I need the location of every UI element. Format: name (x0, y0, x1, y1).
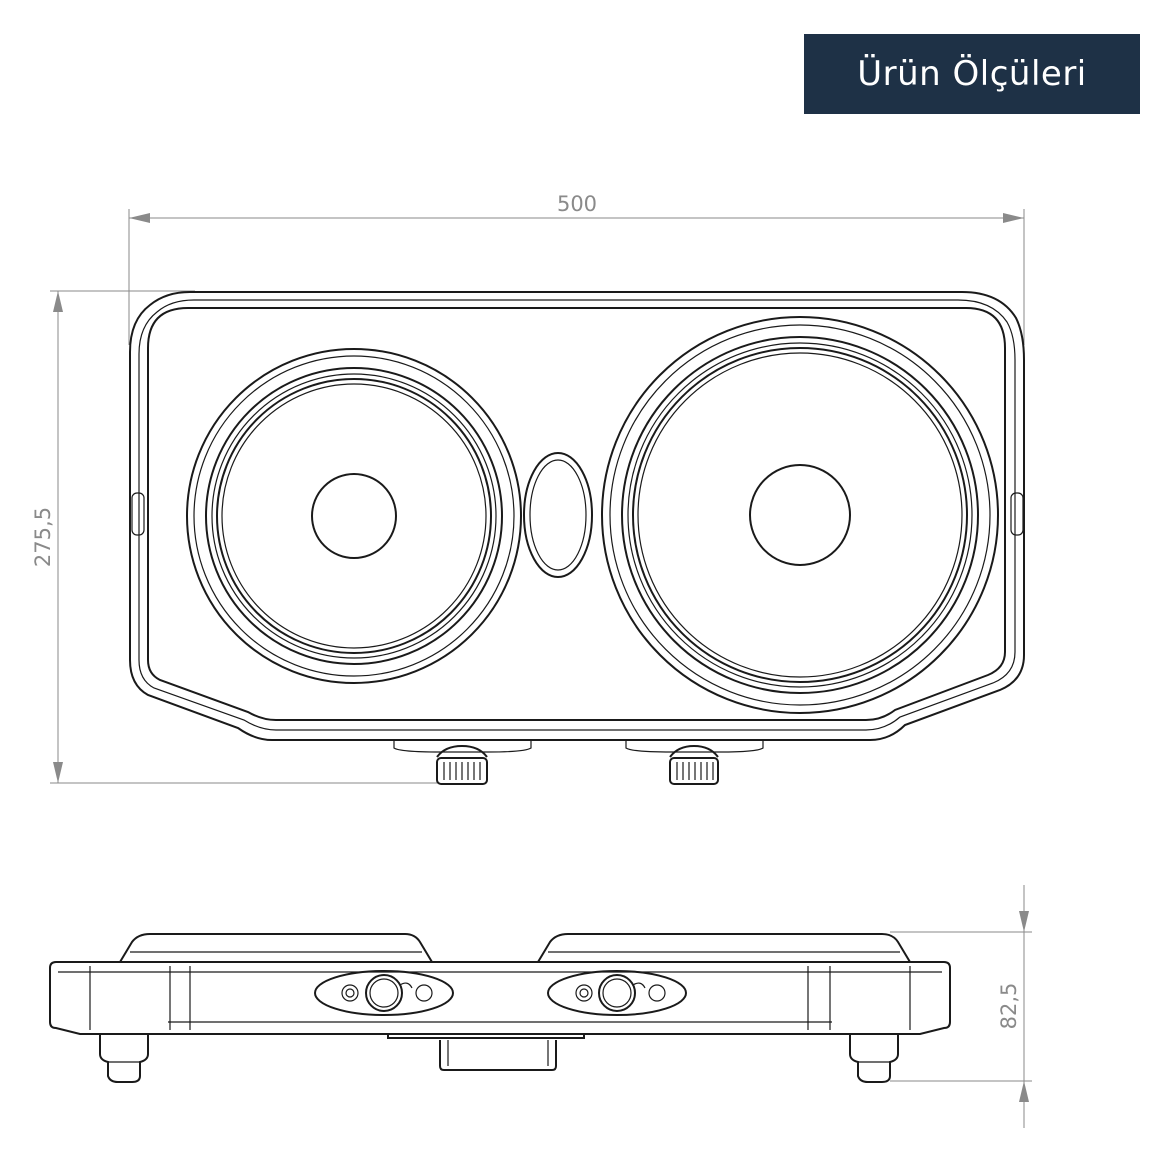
right-foot (849, 1034, 899, 1083)
right-burner (601, 316, 999, 714)
indicator-light (523, 452, 593, 578)
height-label: 82,5 (997, 983, 1021, 1030)
right-knob-top (625, 740, 764, 785)
top-view (129, 291, 1025, 785)
front-view (49, 933, 951, 1083)
left-control-front (314, 970, 454, 1016)
left-foot (99, 1034, 149, 1083)
depth-dimension: 275,5 (31, 290, 440, 784)
width-dimension: 500 (128, 192, 1025, 345)
right-control-front (547, 970, 687, 1016)
left-knob-top (393, 740, 532, 785)
height-dimension: 82,5 (890, 885, 1032, 1128)
width-label: 500 (557, 192, 597, 216)
left-burner (186, 348, 522, 684)
depth-label: 275,5 (31, 507, 55, 567)
page-title: Ürün Ölçüleri (804, 34, 1140, 114)
